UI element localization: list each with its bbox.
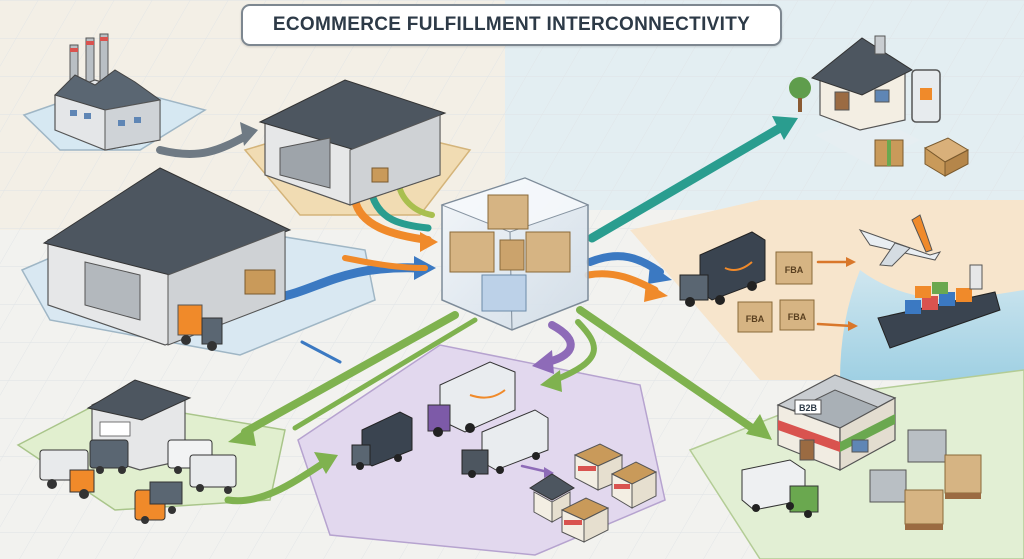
- arrow-head: [314, 452, 338, 474]
- arrow-hub-to-carriers-green: [552, 319, 597, 383]
- arrow-local-delivery: [520, 464, 550, 474]
- title-banner: ECOMMERCE FULFILLMENT INTERCONNECTIVITY: [241, 4, 782, 46]
- box-icon: [371, 167, 389, 183]
- factory: [54, 33, 162, 151]
- local-store-icon: [560, 497, 610, 543]
- arrow-left-warehouse-small: [300, 340, 342, 364]
- last-mile-hub: [39, 379, 237, 524]
- arrow-warehouse-teal: [368, 191, 432, 232]
- b2b-store: B2B: [741, 374, 982, 530]
- delivery-van-icon: [189, 454, 237, 494]
- warehouse-top: [258, 79, 447, 206]
- pallet-icon: [244, 269, 276, 295]
- arrow-last-mile-to-carriers: [224, 458, 329, 505]
- fba-box-1: [775, 251, 813, 285]
- arrow-head: [772, 116, 798, 140]
- box-icon: [487, 194, 529, 230]
- fba-box-3: [779, 299, 815, 331]
- arrow-left-warehouse-orange: [342, 255, 428, 271]
- arrow-hub-to-last-mile-2: [292, 317, 478, 431]
- semi-truck-icon: [461, 409, 549, 478]
- delivery-van-icon: [89, 439, 129, 474]
- b2b-label: B2B: [799, 403, 818, 413]
- cargo-ship-icon: [877, 264, 1001, 349]
- arrow-head: [746, 414, 772, 440]
- arrow-fba-to-ship: [816, 322, 854, 328]
- semi-truck-icon: [741, 459, 819, 518]
- box-icon: [449, 231, 495, 273]
- arrow-head: [228, 424, 256, 446]
- warehouse-left: [42, 167, 292, 351]
- tree-icon: [789, 77, 811, 99]
- arrow-hub-to-b2b: [576, 306, 759, 434]
- pallet-stack-icon: [869, 429, 982, 530]
- arrow-head: [540, 370, 562, 392]
- fulfillment-hub-cube: [440, 177, 590, 331]
- arrow-hub-to-last-mile: [241, 311, 459, 436]
- awning-red: [778, 420, 840, 452]
- arrow-head: [532, 350, 554, 374]
- page-title: ECOMMERCE FULFILLMENT INTERCONNECTIVITY: [272, 14, 751, 35]
- house-icon: [529, 473, 575, 523]
- arrow-hub-to-consumer: [587, 123, 785, 243]
- local-store-icon: [610, 461, 658, 509]
- arrow-head: [644, 282, 668, 302]
- box-icon: [481, 274, 527, 312]
- b2b-sign: [794, 399, 822, 415]
- arrow-head: [648, 264, 672, 284]
- fba-label-1: FBA: [785, 265, 804, 275]
- box-icon: [525, 231, 571, 273]
- box-truck-icon: [351, 411, 413, 470]
- box-truck-icon: [427, 361, 516, 437]
- fba-label-3: FBA: [788, 312, 807, 322]
- fba-label-2: FBA: [746, 314, 765, 324]
- flow-arrows: [156, 116, 858, 505]
- freight-section: FBA FBA FBA: [679, 214, 1001, 349]
- arrow-factory-to-warehouse: [156, 131, 252, 159]
- delivery-van-icon: [39, 449, 95, 499]
- arrow-warehouse-orange: [351, 196, 432, 244]
- arrow-head: [420, 232, 438, 252]
- carriers: [351, 361, 658, 543]
- delivery-van-icon: [134, 481, 183, 524]
- arrow-head: [240, 122, 258, 146]
- semi-truck-icon: [679, 231, 766, 307]
- airplane-icon: [858, 214, 942, 267]
- fba-box-2: [737, 301, 773, 333]
- arrow-hub-to-carriers: [544, 321, 575, 366]
- forklift-truck-icon: [177, 304, 223, 351]
- consumer-home: [789, 35, 970, 177]
